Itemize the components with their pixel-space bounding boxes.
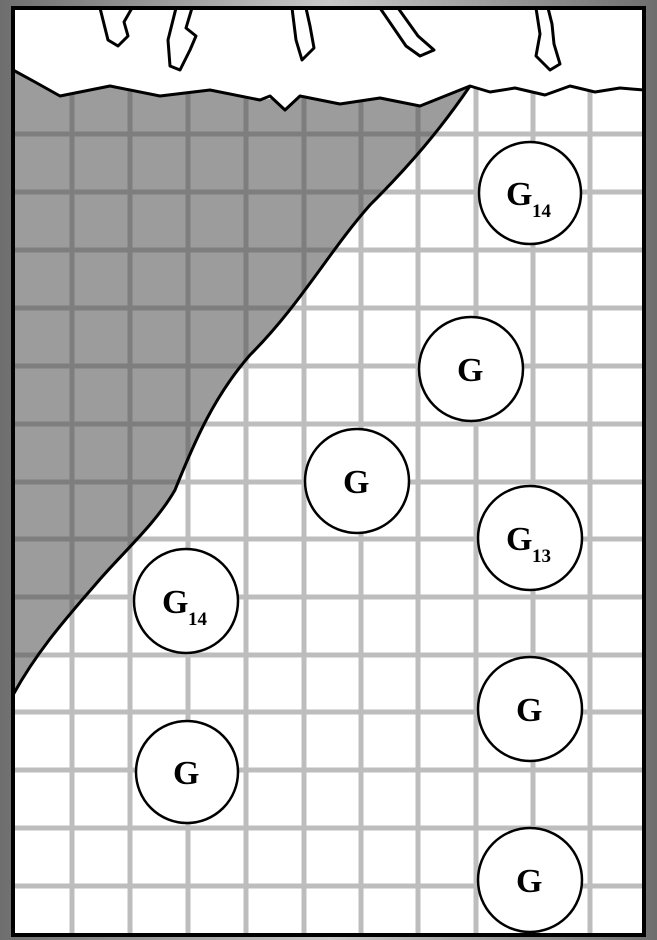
token-g-center[interactable]: G <box>305 429 409 533</box>
token-g13-right[interactable]: G 13 <box>478 486 582 590</box>
token-letter: G <box>516 863 542 900</box>
token-g-upper-right[interactable]: G <box>419 317 523 421</box>
token-letter: G <box>506 176 532 213</box>
token-letter: G <box>457 352 483 389</box>
token-letter: G <box>162 584 188 621</box>
token-subscript: 13 <box>532 546 551 567</box>
token-g-lower-left[interactable]: G <box>136 721 238 823</box>
token-letter: G <box>173 755 199 792</box>
token-subscript: 14 <box>532 201 552 222</box>
token-g-bottom-right[interactable]: G <box>478 828 582 932</box>
token-letter: G <box>343 464 369 501</box>
token-g14-left[interactable]: G 14 <box>134 549 238 653</box>
token-g-lower-right[interactable]: G <box>478 657 582 761</box>
token-g14-top-right[interactable]: G 14 <box>479 142 581 244</box>
token-letter: G <box>516 692 542 729</box>
token-letter: G <box>506 521 532 558</box>
token-subscript: 14 <box>188 609 208 630</box>
